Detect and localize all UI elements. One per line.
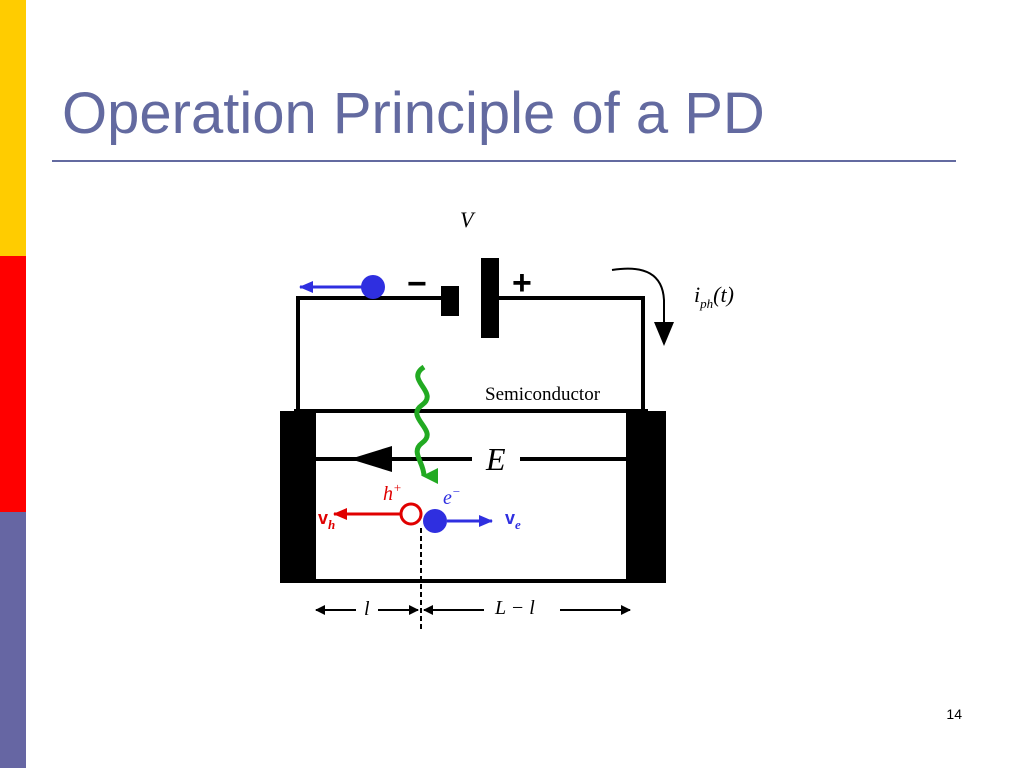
battery-minus-sign: − <box>407 265 427 303</box>
semiconductor-label: Semiconductor <box>485 384 601 405</box>
slide-title: Operation Principle of a PD <box>62 81 765 146</box>
right-electrode <box>626 411 666 583</box>
photocurrent-arrow <box>611 267 665 330</box>
page-number: 14 <box>946 706 962 722</box>
photocurrent-arrowhead-icon <box>654 322 674 346</box>
circuit-wires <box>296 296 645 411</box>
battery-plus-sign: + <box>512 264 532 302</box>
slide-sidebar-bar <box>0 0 26 768</box>
hole-carrier <box>399 502 423 526</box>
semiconductor-block <box>280 409 666 583</box>
title-underline <box>52 160 956 162</box>
photon-wave-icon <box>414 364 439 484</box>
electric-field-label: E <box>485 441 506 477</box>
sidebar-yellow-segment <box>0 0 26 256</box>
dimension-label-L-minus-l: L − l <box>494 597 535 619</box>
electron-label: e− <box>443 484 461 509</box>
hole-velocity-label: vh <box>318 508 335 532</box>
electron-velocity-label: ve <box>505 508 521 532</box>
electron-carrier <box>423 509 447 533</box>
external-electron <box>361 275 385 299</box>
sidebar-red-segment <box>0 256 26 512</box>
sidebar-blue-segment <box>0 512 26 768</box>
battery-icon: − + <box>407 258 532 338</box>
electric-field-arrow <box>316 446 626 472</box>
left-electrode <box>280 411 316 583</box>
photocurrent-label: iph(t) <box>694 282 734 311</box>
hole-label: h+ <box>383 480 402 505</box>
voltage-label: V <box>460 207 476 232</box>
dimension-label-l: l <box>364 598 370 620</box>
